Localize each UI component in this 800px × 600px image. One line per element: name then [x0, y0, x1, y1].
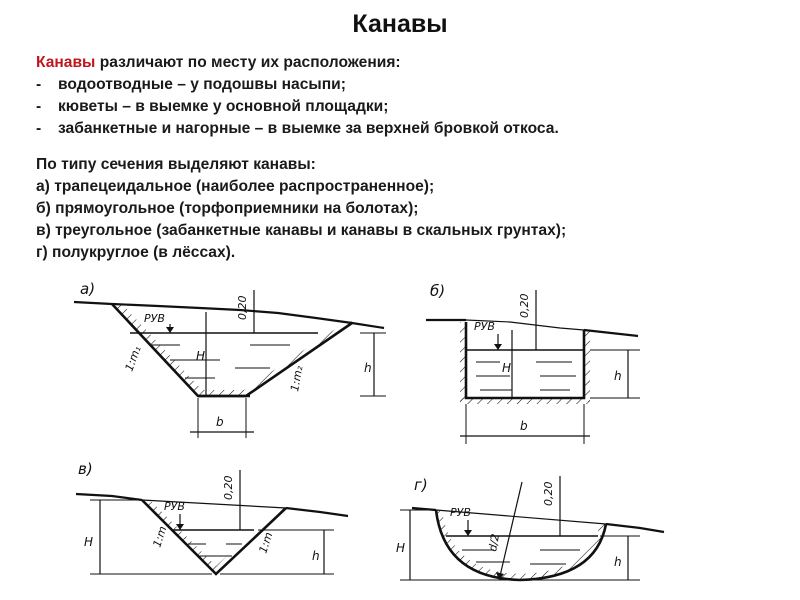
- slope-left-label: 1:m₁: [123, 344, 144, 373]
- depth-h-label: h: [614, 369, 622, 383]
- depth-h-label: h: [364, 361, 372, 375]
- depth-h-label: h: [614, 555, 622, 569]
- section-types-title: По типу сечения выделяют канавы:: [36, 156, 316, 173]
- bullet-text: водоотводные – у подошвы насыпи;: [58, 76, 346, 93]
- freeboard-label: 0,20: [222, 476, 235, 501]
- radius-label: d/2: [486, 533, 502, 553]
- bullet-marker: -: [36, 98, 42, 115]
- bullet-text: кюветы – в выемке у основной площадки;: [58, 98, 389, 115]
- section-type-item: б) прямоугольное (торфоприемники на боло…: [36, 200, 419, 217]
- intro-accent-word: Канавы: [36, 54, 96, 71]
- bullet-marker: -: [36, 76, 42, 93]
- depth-h-label: h: [312, 549, 320, 563]
- figure-letter: в): [78, 460, 93, 478]
- freeboard-label: 0,20: [518, 294, 531, 319]
- slope-right-label: 1:m: [256, 531, 275, 555]
- location-bullet: - забанкетные и нагорные – в выемке за в…: [36, 118, 776, 140]
- bullet-marker: -: [36, 120, 42, 137]
- depth-H-label: H: [196, 349, 205, 363]
- figure-letter: г): [414, 476, 428, 494]
- location-bullet: - кюветы – в выемке у основной площадки;: [36, 96, 776, 118]
- section-type-item: г) полукруглое (в лёссах).: [36, 244, 236, 261]
- slope-left-label: 1:m: [150, 525, 169, 549]
- slope-right-label: 1:m₂: [288, 364, 305, 392]
- freeboard-label: 0,20: [236, 296, 249, 321]
- intro-rest: различают по месту их расположения:: [95, 54, 401, 71]
- location-bullet: - водоотводные – у подошвы насыпи;: [36, 74, 776, 96]
- water-level-label: РУВ: [450, 506, 471, 519]
- width-b-label: b: [216, 415, 224, 429]
- width-b-label: b: [520, 419, 528, 433]
- figure-triangular: в) РУВ 0,20 H h 1:m 1:m: [75, 460, 349, 576]
- depth-H-label: H: [396, 541, 405, 555]
- water-level-label: РУВ: [164, 500, 185, 513]
- depth-H-label: H: [84, 535, 93, 549]
- depth-H-label: H: [502, 361, 511, 375]
- water-level-label: РУВ: [144, 312, 165, 325]
- figure-letter: а): [80, 280, 95, 298]
- figure-semicircular: г) РУВ d/2 0,20 H h: [396, 476, 665, 582]
- figure-trapezoidal: а) РУВ 0,20 H h b 1:m: [73, 280, 386, 438]
- page-title: Канавы: [352, 10, 448, 38]
- intro-line: Канавы различают по месту их расположени…: [36, 52, 776, 74]
- section-type-item: а) трапецеидальное (наиболее распростран…: [36, 178, 435, 195]
- figure-rectangular: б) РУВ 0,20 H h b: [426, 282, 640, 444]
- text-block: Канавы различают по месту их расположени…: [36, 52, 776, 264]
- water-level-label: РУВ: [474, 320, 495, 333]
- section-type-item: в) треугольное (забанкетные канавы и кан…: [36, 222, 567, 239]
- figure-letter: б): [430, 282, 445, 300]
- freeboard-label: 0,20: [542, 482, 555, 507]
- bullet-text: забанкетные и нагорные – в выемке за вер…: [58, 120, 559, 137]
